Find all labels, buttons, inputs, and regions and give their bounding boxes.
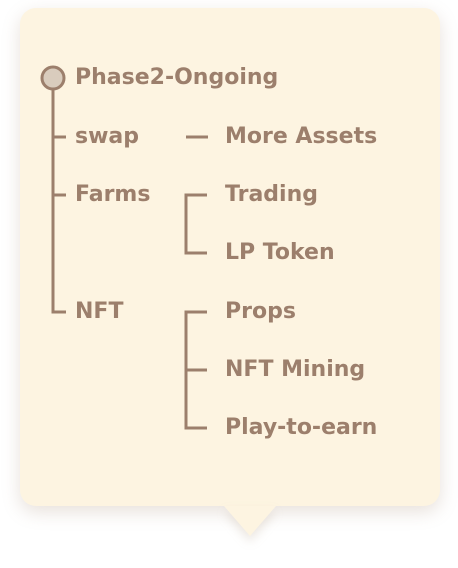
- branch-label-nft: NFT: [75, 299, 124, 324]
- leaf-label-more-assets: More Assets: [225, 124, 378, 149]
- roadmap-card: [20, 8, 440, 536]
- branch-label-swap: swap: [75, 124, 140, 149]
- root-node-circle: [40, 65, 66, 91]
- leaf-label-lp-token: LP Token: [225, 240, 335, 265]
- leaf-label-nft-mining: NFT Mining: [225, 357, 366, 382]
- leaf-label-props: Props: [225, 299, 296, 324]
- trunk-line: [51, 89, 66, 314]
- leaf-label-play-to-earn: Play-to-earn: [225, 415, 378, 440]
- farms-bracket: [184, 193, 207, 255]
- leaf-label-trading: Trading: [225, 182, 318, 207]
- branch-label-farms: Farms: [75, 182, 151, 207]
- root-label: Phase2-Ongoing: [75, 65, 279, 90]
- card-pointer: [224, 506, 276, 536]
